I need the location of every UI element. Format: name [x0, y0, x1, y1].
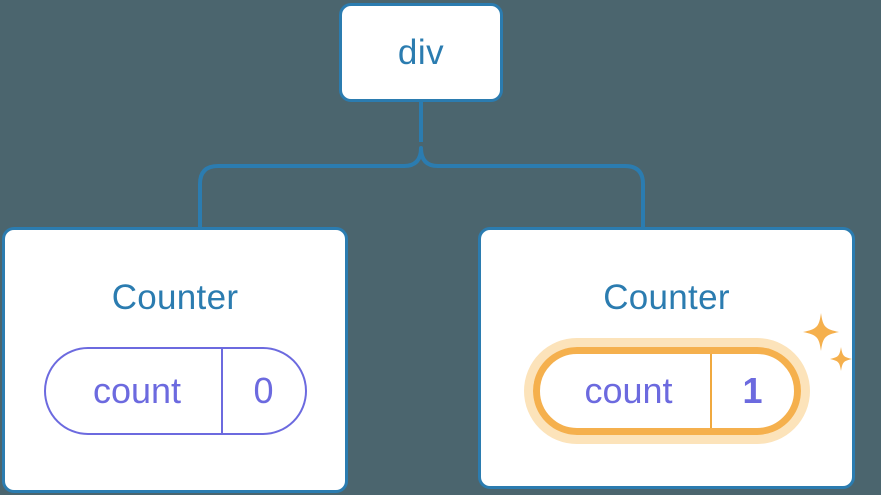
connector-branches [198, 146, 645, 227]
state-pill-wrap-left: count 0 [43, 347, 307, 435]
state-pill-right[interactable]: count 1 [532, 347, 801, 435]
node-counter-left-title: Counter [111, 278, 239, 317]
state-pill-left-key: count [92, 370, 182, 411]
node-counter-left[interactable]: Counter count 0 [2, 227, 348, 493]
node-div[interactable]: div [339, 3, 503, 102]
state-pill-right-key: count [584, 370, 673, 411]
sparkles-group [802, 313, 852, 371]
state-pill-right-value: 1 [709, 354, 794, 428]
node-counter-right[interactable]: Counter count 1 [478, 227, 855, 489]
sparkle-large-icon [802, 313, 839, 351]
state-pill-wrap-right: count 1 [532, 313, 852, 435]
state-pill-left[interactable]: count 0 [43, 347, 307, 435]
sparkle-small-icon [829, 347, 852, 371]
node-counter-right-title: Counter [603, 278, 730, 317]
node-div-label: div [397, 33, 445, 72]
state-pill-left-value: 0 [220, 349, 305, 433]
